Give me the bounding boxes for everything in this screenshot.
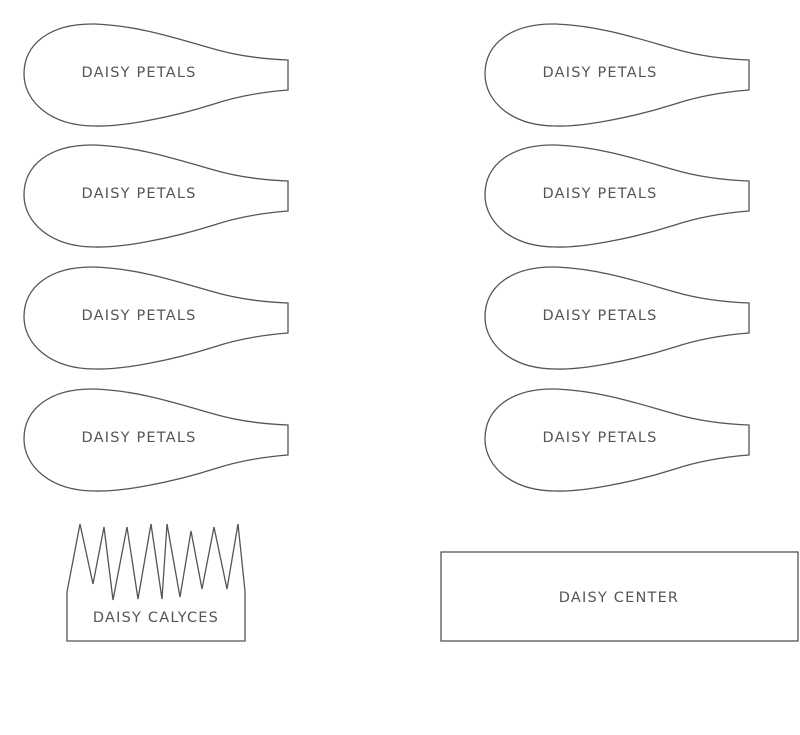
petal-right-1: DAISY PETALS [484, 23, 750, 127]
petal-left-2: DAISY PETALS [23, 144, 289, 248]
petal-label: DAISY PETALS [542, 308, 657, 324]
petal-label: DAISY PETALS [542, 186, 657, 202]
petal-left-3: DAISY PETALS [23, 266, 289, 370]
petal-right-3: DAISY PETALS [484, 266, 750, 370]
petal-label: DAISY PETALS [542, 65, 657, 81]
petal-label: DAISY PETALS [542, 430, 657, 446]
petal-right-4: DAISY PETALS [484, 388, 750, 492]
petal-label: DAISY PETALS [81, 65, 196, 81]
center-shape: DAISY CENTER [440, 551, 799, 642]
petal-left-1: DAISY PETALS [23, 23, 289, 127]
petal-label: DAISY PETALS [81, 430, 196, 446]
calyces-label: DAISY CALYCES [93, 610, 219, 626]
petal-left-4: DAISY PETALS [23, 388, 289, 492]
petal-label: DAISY PETALS [81, 186, 196, 202]
center-label: DAISY CENTER [559, 590, 679, 606]
petal-right-2: DAISY PETALS [484, 144, 750, 248]
calyces-shape: DAISY CALYCES [66, 523, 246, 642]
petal-label: DAISY PETALS [81, 308, 196, 324]
